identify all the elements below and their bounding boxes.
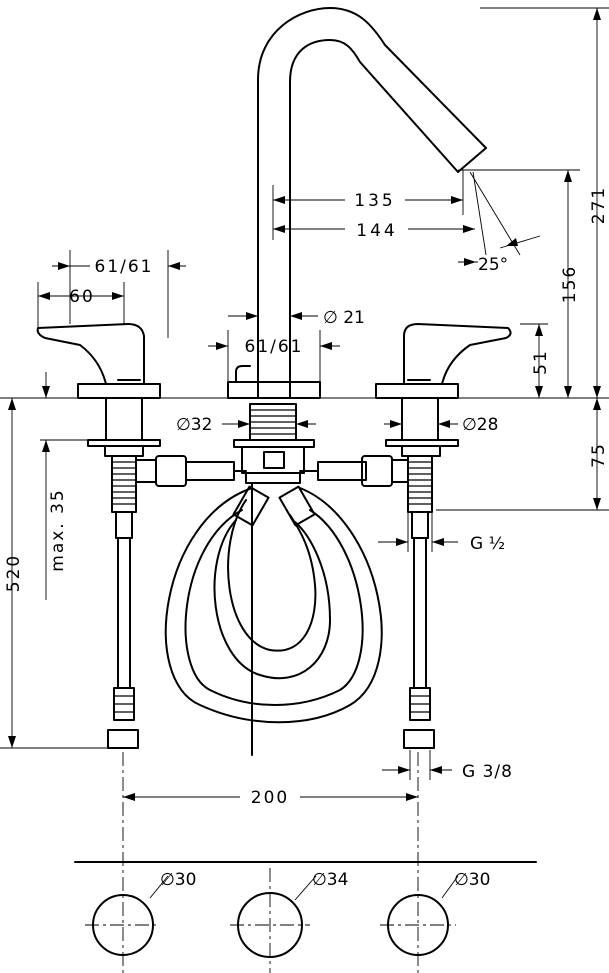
dimension-labels: 135 144 25° 271 156 51 75 520 max. 35 61…	[4, 186, 609, 890]
label-200: 200	[251, 788, 289, 808]
label-51: 51	[531, 349, 551, 375]
label-phi-30-right: ∅30	[454, 870, 490, 890]
left-handle	[36, 323, 161, 457]
label-156: 156	[560, 265, 580, 303]
label-g-3-8: G 3/8	[462, 762, 513, 782]
dimension-lines	[0, 7, 609, 901]
right-shank	[403, 455, 435, 749]
label-phi-30-left: ∅30	[160, 870, 196, 890]
label-75: 75	[589, 442, 609, 468]
label-271: 271	[589, 186, 609, 224]
hose-loop	[164, 485, 383, 724]
label-144: 144	[356, 221, 397, 241]
label-135: 135	[354, 191, 395, 211]
spout-mounting	[233, 403, 315, 756]
label-25-deg: 25°	[478, 255, 508, 275]
center-lines	[85, 752, 456, 973]
label-phi-34: ∅34	[312, 870, 348, 890]
arrowheads	[8, 8, 601, 801]
label-61-61-top: 61/61	[95, 257, 154, 277]
label-phi-28: ∅28	[462, 415, 498, 435]
label-max-35: max. 35	[48, 488, 68, 571]
spout	[227, 7, 487, 399]
label-60: 60	[69, 287, 95, 307]
label-phi-32: ∅32	[176, 415, 212, 435]
label-g-half: G ½	[470, 534, 505, 554]
label-phi-21: ∅ 21	[323, 308, 365, 328]
right-handle	[375, 323, 512, 457]
left-shank	[107, 455, 139, 749]
label-520: 520	[4, 554, 24, 592]
cross-connectors	[135, 455, 409, 487]
label-61-61-mid: 61/61	[245, 337, 304, 357]
